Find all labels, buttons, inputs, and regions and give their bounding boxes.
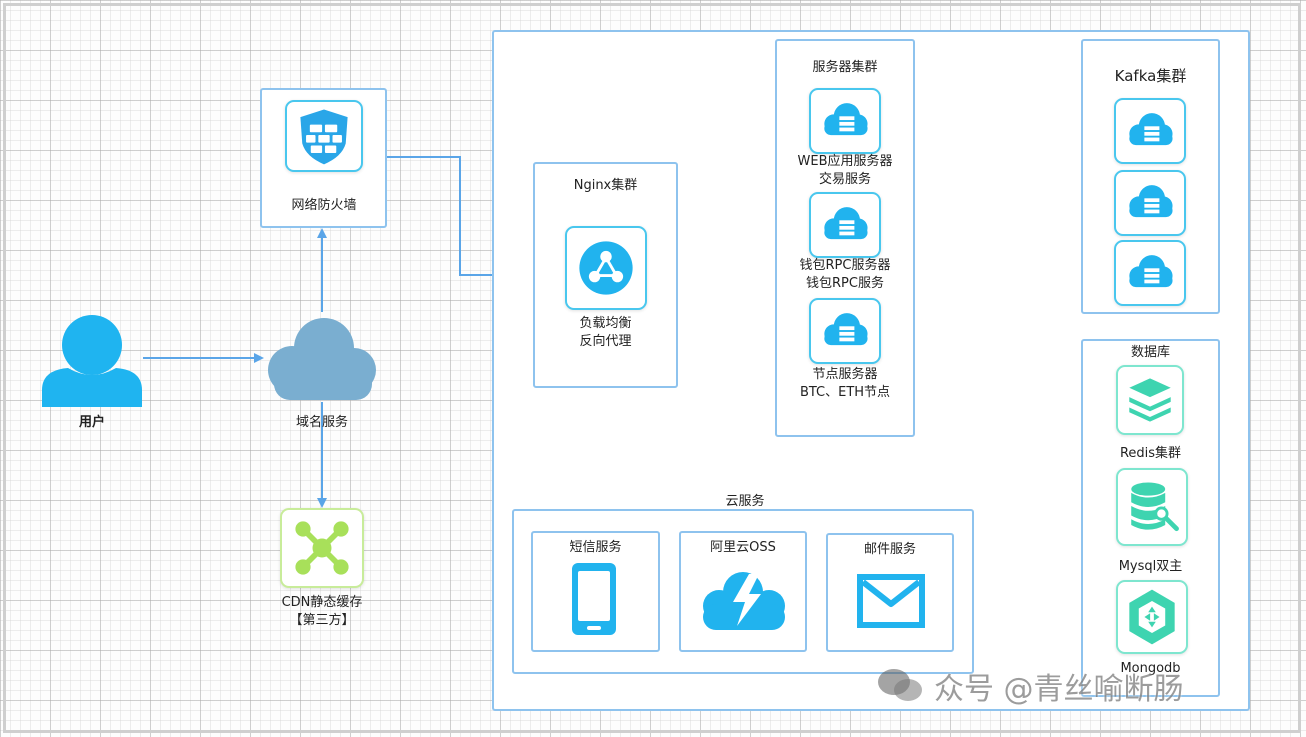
network-hub-icon: [295, 521, 349, 575]
watermark-text: 众号 @青丝喻断肠: [934, 672, 1184, 707]
user-label: 用户: [78, 415, 105, 430]
wallet-server-label-line2: 钱包RPC服务: [806, 276, 884, 291]
kafka-cluster-title: Kafka集群: [1114, 67, 1187, 85]
wallet-server-label-line1: 钱包RPC服务器: [799, 258, 891, 273]
node-server-label-line1: 节点服务器: [812, 367, 878, 382]
load-balancer-icon: [579, 241, 633, 295]
cdn-icon-card: [280, 508, 364, 588]
oss-service-label: 阿里云OSS: [710, 540, 776, 555]
wallet-server-icon-card: [809, 192, 881, 258]
node-server-icon-card: [809, 298, 881, 364]
cdn-label-line1: CDN静态缓存: [281, 595, 363, 610]
kafka-node-1-icon-card: [1114, 98, 1186, 164]
hexagon-icon: [1129, 589, 1175, 645]
cdn-label-line2: 【第三方】: [289, 613, 355, 628]
layers-icon: [1129, 378, 1171, 422]
cloud-server-icon: [824, 103, 868, 136]
storm-cloud-icon: [703, 572, 785, 630]
mongo-label: Mongodb: [1120, 661, 1181, 676]
redis-label: Redis集群: [1119, 446, 1182, 461]
cloud-services-title: 云服务: [725, 494, 765, 509]
cloud-server-icon: [1129, 185, 1173, 218]
web-server-label-line2: 交易服务: [818, 172, 871, 187]
wechat-icon: [878, 669, 922, 701]
redis-icon-card: [1116, 365, 1184, 435]
cloud-server-icon: [824, 207, 868, 240]
nginx-label-line2: 反向代理: [579, 334, 632, 349]
node-server-label-line2: BTC、ETH节点: [799, 385, 891, 400]
web-server-icon-card: [809, 88, 881, 154]
nginx-label-line1: 负载均衡: [579, 316, 632, 331]
oss-service-node[interactable]: [679, 531, 807, 652]
nginx-cluster-title: Nginx集群: [573, 178, 638, 193]
server-cluster-title: 服务器集群: [812, 60, 878, 75]
mysql-icon-card: [1116, 468, 1188, 546]
kafka-node-3-icon-card: [1114, 240, 1186, 306]
mongo-icon-card: [1116, 580, 1188, 654]
cloud-icon: [268, 318, 376, 400]
firewall-icon-card: [285, 100, 363, 172]
user-icon: [42, 315, 142, 407]
mysql-label: Mysql双主: [1118, 559, 1183, 574]
firewall-shield-icon: [300, 109, 348, 165]
database-wrench-icon: [1131, 482, 1179, 532]
kafka-node-2-icon-card: [1114, 170, 1186, 236]
firewall-label: 网络防火墙: [291, 198, 357, 213]
sms-service-label: 短信服务: [569, 540, 622, 555]
web-server-label-line1: WEB应用服务器: [797, 154, 893, 169]
mail-service-label: 邮件服务: [863, 542, 916, 557]
cloud-server-icon: [1129, 113, 1173, 146]
dns-label: 域名服务: [295, 415, 348, 430]
cloud-server-icon: [1129, 255, 1173, 288]
database-group-title: 数据库: [1130, 345, 1170, 360]
cloud-server-icon: [824, 313, 868, 346]
phone-icon: [572, 563, 616, 635]
nginx-icon-card: [565, 226, 647, 310]
envelope-icon: [857, 574, 925, 628]
